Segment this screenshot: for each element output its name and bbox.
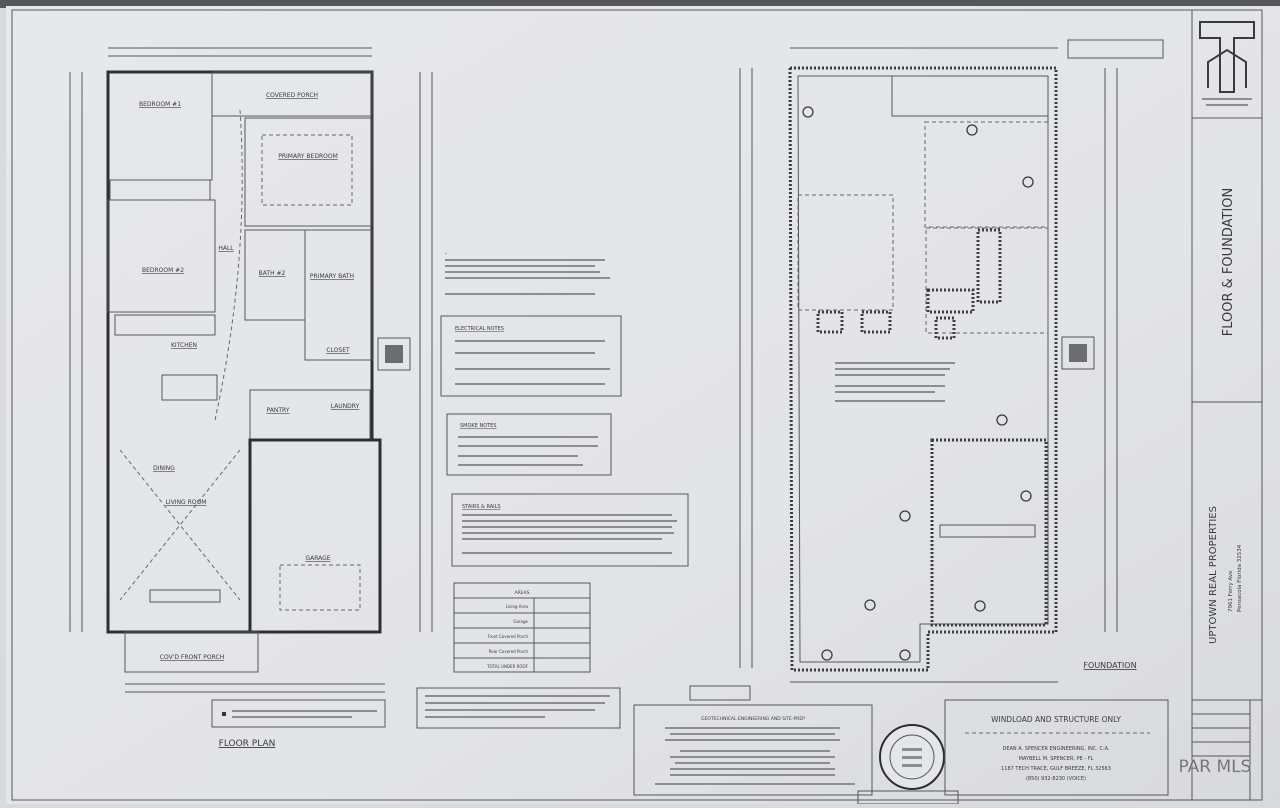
smoke-notes-heading: SMOKE NOTES: [460, 423, 497, 429]
room-covered-porch: COVERED PORCH: [266, 92, 318, 99]
room-dining: DINING: [153, 465, 175, 472]
mls-watermark: PAR MLS: [1179, 757, 1252, 777]
notes-heading: [445, 248, 447, 254]
address-line2: Pensacola Florida 32534: [1237, 544, 1243, 612]
foundation-plan: FOUNDATION: [689, 39, 1164, 701]
room-laundry: LAUNDRY: [331, 403, 360, 410]
area-table-title: AREAS: [515, 590, 530, 596]
area-table: AREAS Living Area Garage Front Covered P…: [453, 582, 591, 673]
room-pantry: PANTRY: [267, 407, 290, 414]
room-front-porch: COV'D FRONT PORCH: [160, 654, 224, 661]
area-row-label: Garage: [513, 619, 528, 624]
room-garage: GARAGE: [305, 555, 330, 562]
sheet-title: FLOOR & FOUNDATION: [1221, 188, 1236, 337]
engineer-line: 1187 TECH TRACE, GULF BREEZE, FL 32563: [1001, 766, 1111, 772]
floor-plan-title: FLOOR PLAN: [219, 739, 276, 749]
area-row-label: TOTAL UNDER ROOF: [486, 664, 529, 669]
room-hall: HALL: [218, 245, 234, 252]
engineer-line: DEAN A. SPENCER ENGINEERING, INC. C.A.: [1002, 746, 1109, 752]
address-line1: 7961 Ferry Ave: [1228, 570, 1234, 612]
engineer-line: (850) 932-8230 (VOICE): [1026, 776, 1086, 782]
area-row-label: Front Covered Porch: [488, 634, 529, 639]
room-living: LIVING ROOM: [166, 499, 207, 506]
top-shadow: [0, 0, 1280, 8]
client-name: UPTOWN REAL PROPERTIES: [1208, 506, 1219, 644]
room-bath2: BATH #2: [259, 270, 286, 277]
engineering-block: GEOTECHNICAL ENGINEERING AND SITE-PREP W…: [633, 699, 1169, 805]
room-bedroom1: BEDROOM #1: [139, 101, 181, 108]
room-primary-bedroom: PRIMARY BEDROOM: [278, 153, 338, 160]
notes-column: ELECTRICAL NOTES SMOKE NOTES STAIRS & RA…: [416, 248, 689, 729]
engineer-seal: [879, 724, 945, 790]
foundation-title: FOUNDATION: [1083, 661, 1136, 670]
room-closet: CLOSET: [326, 347, 350, 354]
room-kitchen: KITCHEN: [171, 342, 197, 349]
room-bedroom2: BEDROOM #2: [142, 267, 184, 274]
engineer-line: MAYBELL M. SPENCER, PE - FL: [1019, 756, 1094, 762]
area-row-label: Living Area: [506, 604, 529, 609]
windload-title: WINDLOAD AND STRUCTURE ONLY: [991, 715, 1121, 724]
area-row-label: Rear Covered Porch: [489, 649, 529, 654]
stairs-notes-heading: STAIRS & RAILS: [462, 504, 501, 510]
company-logo: [1199, 21, 1255, 106]
title-block: FLOOR & FOUNDATION UPTOWN REAL PROPERTIE…: [1191, 10, 1263, 800]
room-primary-bath: PRIMARY BATH: [310, 273, 354, 280]
electrical-notes-heading: ELECTRICAL NOTES: [455, 326, 504, 332]
geotech-title: GEOTECHNICAL ENGINEERING AND SITE-PREP: [701, 716, 805, 722]
floor-plan: BEDROOM #1 COVERED PORCH PRIMARY BEDROOM…: [69, 47, 433, 749]
